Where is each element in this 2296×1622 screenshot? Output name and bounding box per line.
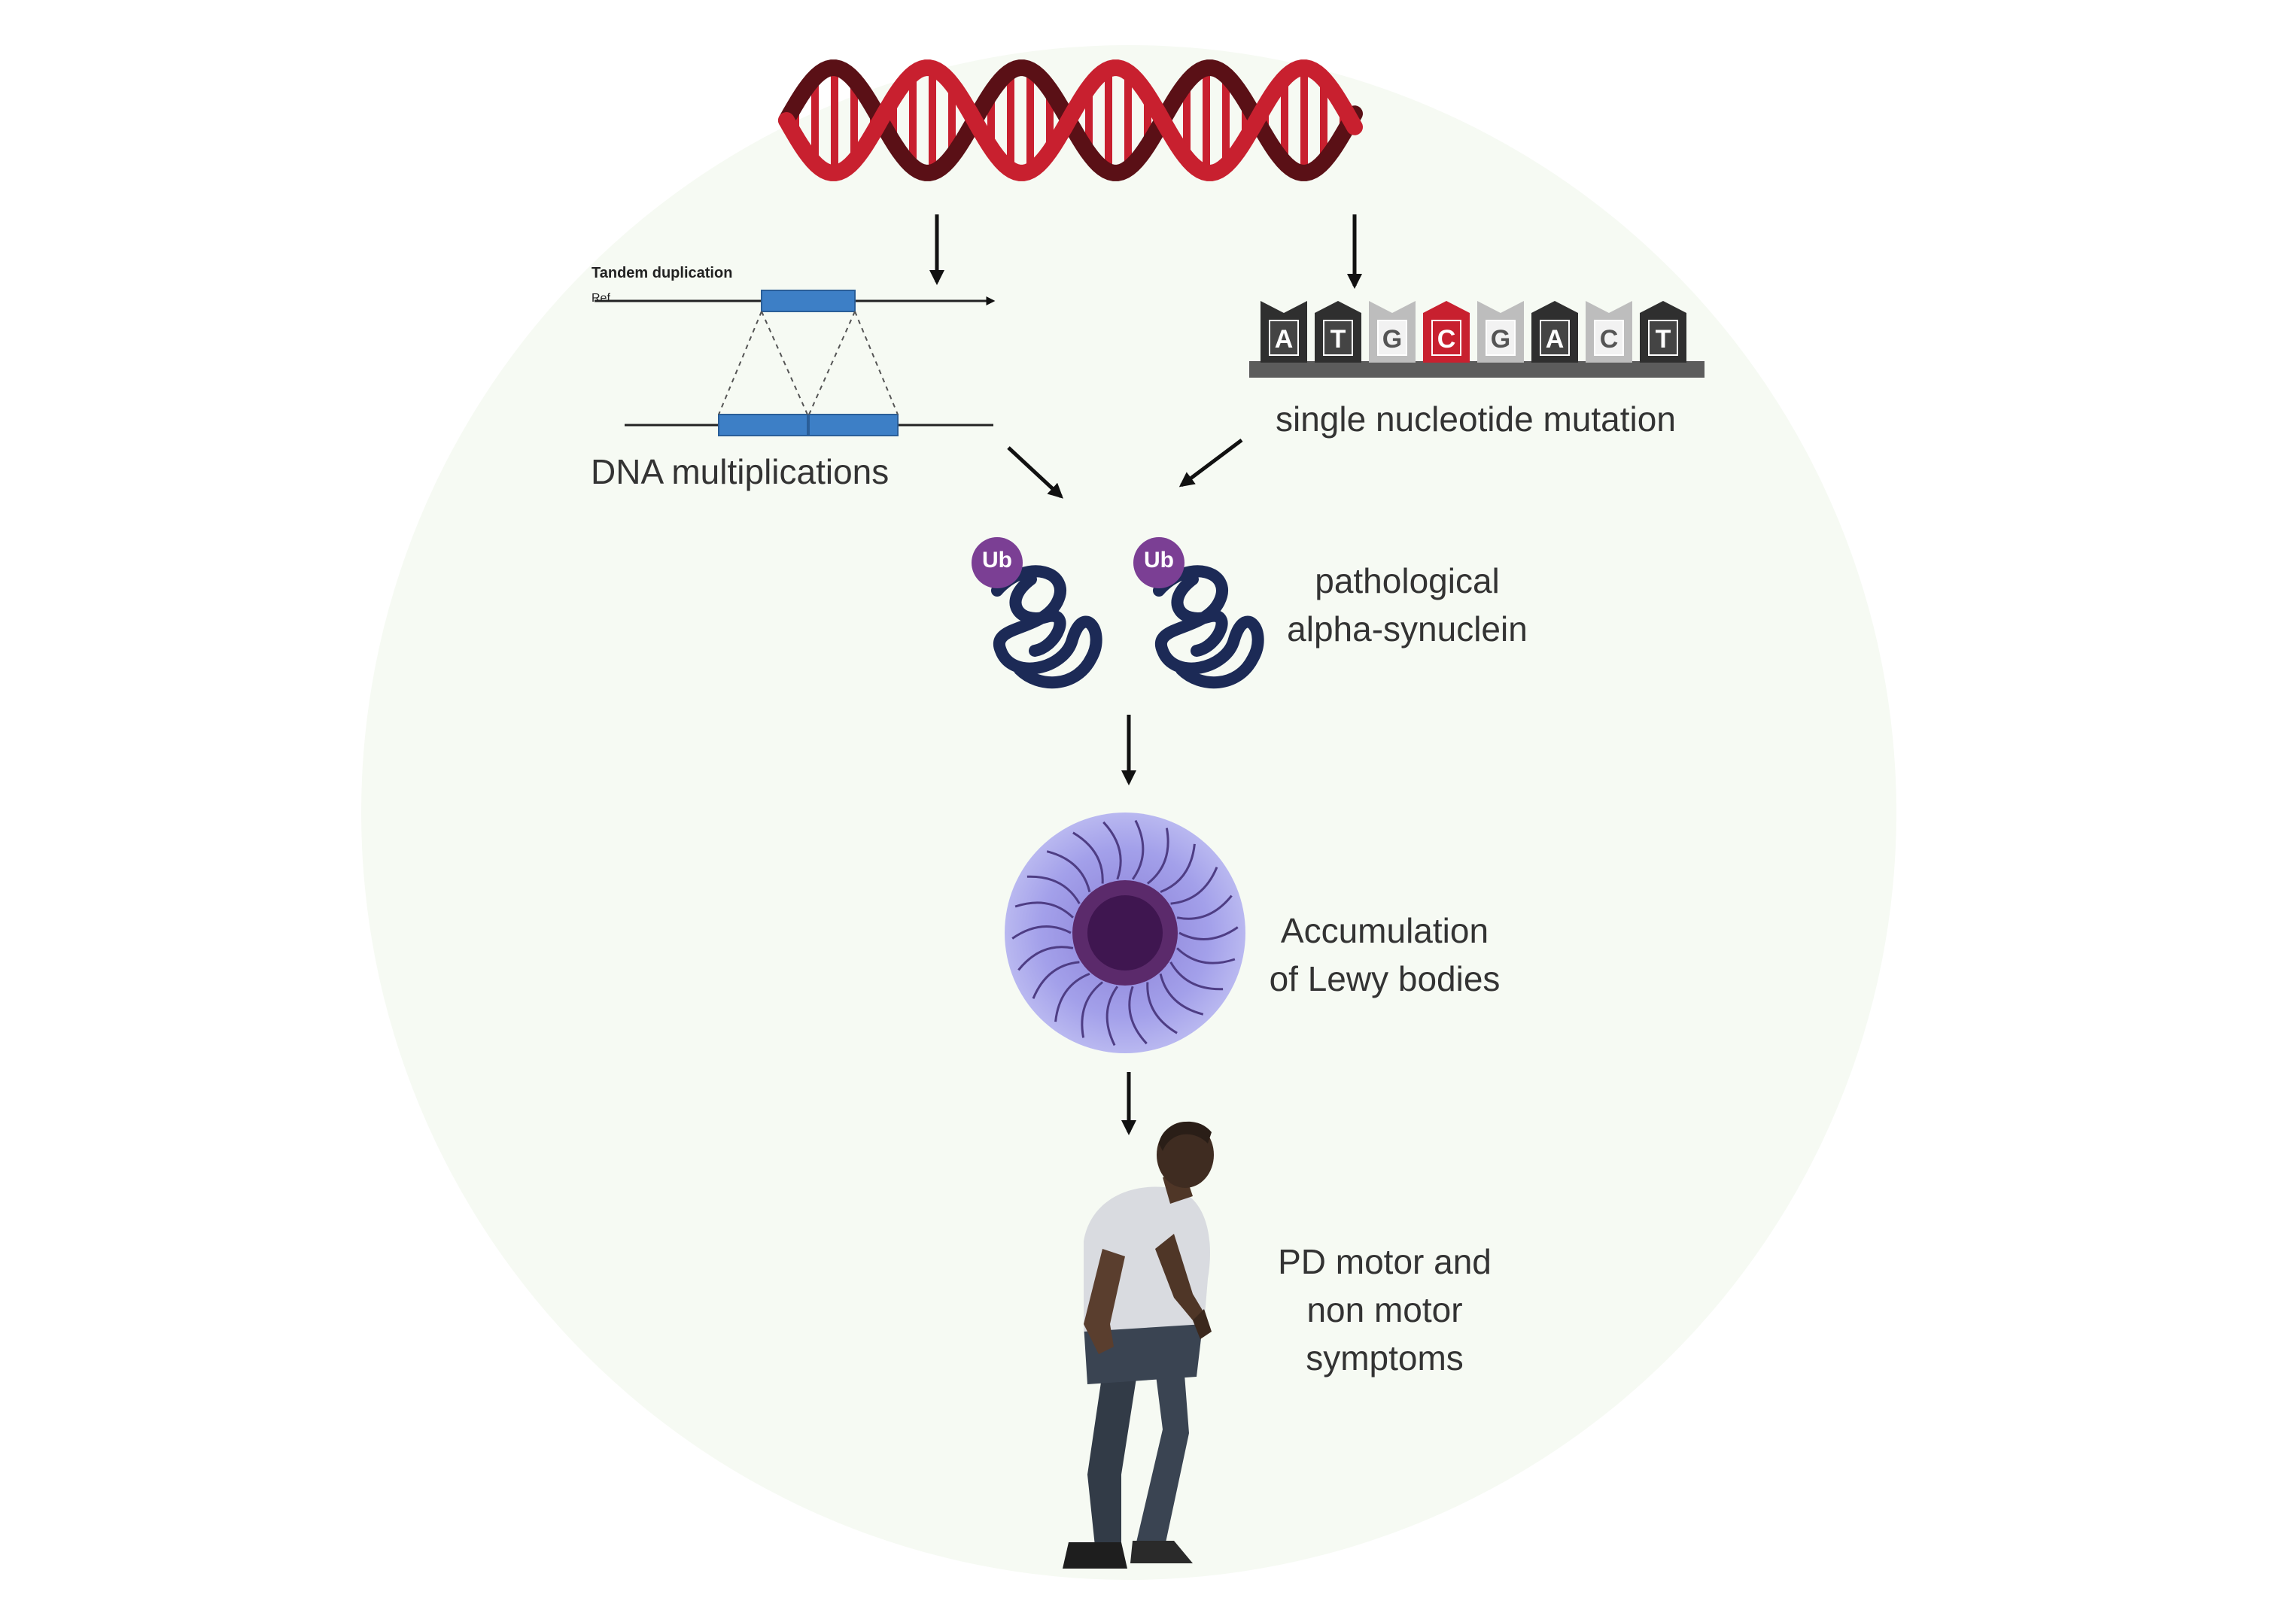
lewy-filament xyxy=(1032,961,1080,999)
lewy-filament xyxy=(1017,946,1074,971)
ubiquitin-label-1: Ub xyxy=(982,548,1012,573)
single-nucleotide-mutation-label: single nucleotide mutation xyxy=(1276,399,1676,439)
nucleotide-letter: T xyxy=(1655,325,1671,354)
lewy-filament xyxy=(1146,828,1169,885)
nucleotide-letter: A xyxy=(1545,325,1565,354)
lewy-filament xyxy=(1105,986,1119,1046)
nucleotide-tile xyxy=(1486,320,1516,356)
pd-line-3: symptoms xyxy=(1306,1338,1464,1377)
tandem-duplication-icon xyxy=(595,290,996,436)
arrow-duplication-to-protein xyxy=(1007,446,1063,499)
lewy-filament xyxy=(1131,819,1145,880)
pd-line-2: non motor xyxy=(1306,1290,1463,1329)
pd-symptoms-label: PD motor and non motor symptoms xyxy=(1249,1238,1520,1382)
protein-aggregate-icon xyxy=(972,537,1264,689)
nucleotide-tile xyxy=(1648,320,1678,356)
lewy-filament xyxy=(1054,973,1090,1022)
lewy-filament xyxy=(1072,831,1104,884)
nucleotide-letter: T xyxy=(1330,325,1346,354)
elderly-person-icon xyxy=(1063,1121,1214,1569)
lewy-filament xyxy=(1011,925,1072,940)
lewy-filament xyxy=(1176,947,1236,964)
pd-line-1: PD motor and xyxy=(1278,1242,1492,1281)
lewy-body-icon xyxy=(1005,813,1245,1053)
lewy-line-2: of Lewy bodies xyxy=(1269,959,1501,998)
lewy-filament xyxy=(1026,875,1081,904)
nucleotide-letter: C xyxy=(1599,325,1619,354)
nucleotide-letter: A xyxy=(1274,325,1294,354)
nucleotide-tile xyxy=(1594,320,1624,356)
lewy-filament xyxy=(1159,974,1204,1016)
nucleotide-tile xyxy=(1269,320,1299,356)
nucleotide-tile xyxy=(1431,320,1461,356)
arrow-mutation-to-protein xyxy=(1178,439,1243,488)
ref-label: Ref xyxy=(591,292,610,305)
nucleotide-tile xyxy=(1323,320,1353,356)
lewy-filament xyxy=(1014,901,1074,919)
ubiquitin-label-2: Ub xyxy=(1144,548,1174,573)
nucleotide-letter: G xyxy=(1382,325,1403,354)
lewy-filament xyxy=(1102,821,1122,880)
pathological-line-2: alpha-synuclein xyxy=(1287,609,1528,648)
lewy-filament xyxy=(1081,981,1104,1038)
lewy-filament xyxy=(1160,843,1196,893)
nucleotide-letter: G xyxy=(1490,325,1511,354)
nucleotide-sequence-icon xyxy=(1249,301,1705,378)
nucleotide-letter: C xyxy=(1437,325,1456,354)
lewy-filament xyxy=(1178,926,1239,940)
pathological-line-1: pathological xyxy=(1315,561,1500,600)
lewy-filament xyxy=(1146,982,1178,1034)
nucleotide-tile xyxy=(1540,320,1570,356)
lewy-filament xyxy=(1128,986,1148,1045)
lewy-filament xyxy=(1176,895,1233,920)
pathological-alpha-synuclein-label: pathological alpha-synuclein xyxy=(1279,557,1535,653)
tandem-duplication-label: Tandem duplication xyxy=(591,265,733,281)
nucleotide-tile xyxy=(1377,320,1407,356)
lewy-filament xyxy=(1169,961,1224,991)
lewy-bodies-label: Accumulation of Lewy bodies xyxy=(1249,907,1520,1003)
dna-helix-icon xyxy=(778,59,1363,181)
lewy-filament xyxy=(1046,850,1091,892)
lewy-line-1: Accumulation xyxy=(1280,911,1489,950)
flow-arrows xyxy=(929,214,1362,1135)
lewy-filament xyxy=(1170,867,1218,905)
dna-multiplications-label: DNA multiplications xyxy=(591,452,890,491)
